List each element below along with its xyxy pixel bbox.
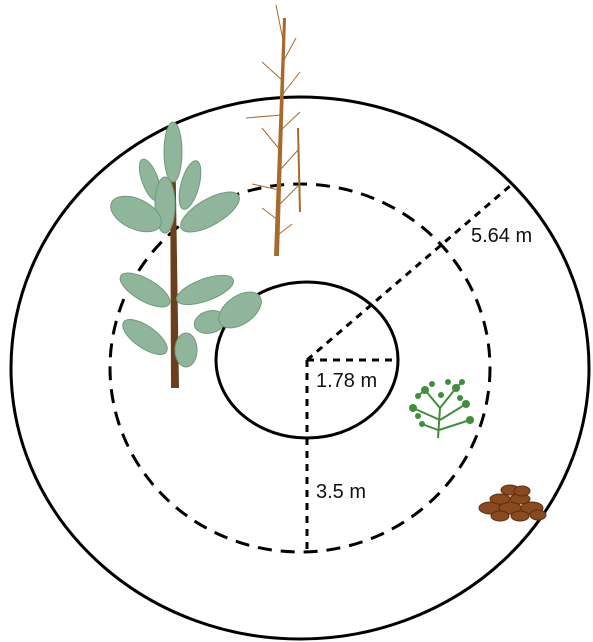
log-pile-icon [479,485,546,521]
conifer-tree-icon [105,122,267,388]
outer-radius-line [307,186,510,360]
inner-radius-label: 1.78 m [316,370,377,392]
outer-radius-label: 5.64 m [471,225,532,247]
middle-radius-label: 3.5 m [316,481,366,503]
bare-tree-icon [246,5,300,256]
middle-plot-circle [110,184,490,552]
